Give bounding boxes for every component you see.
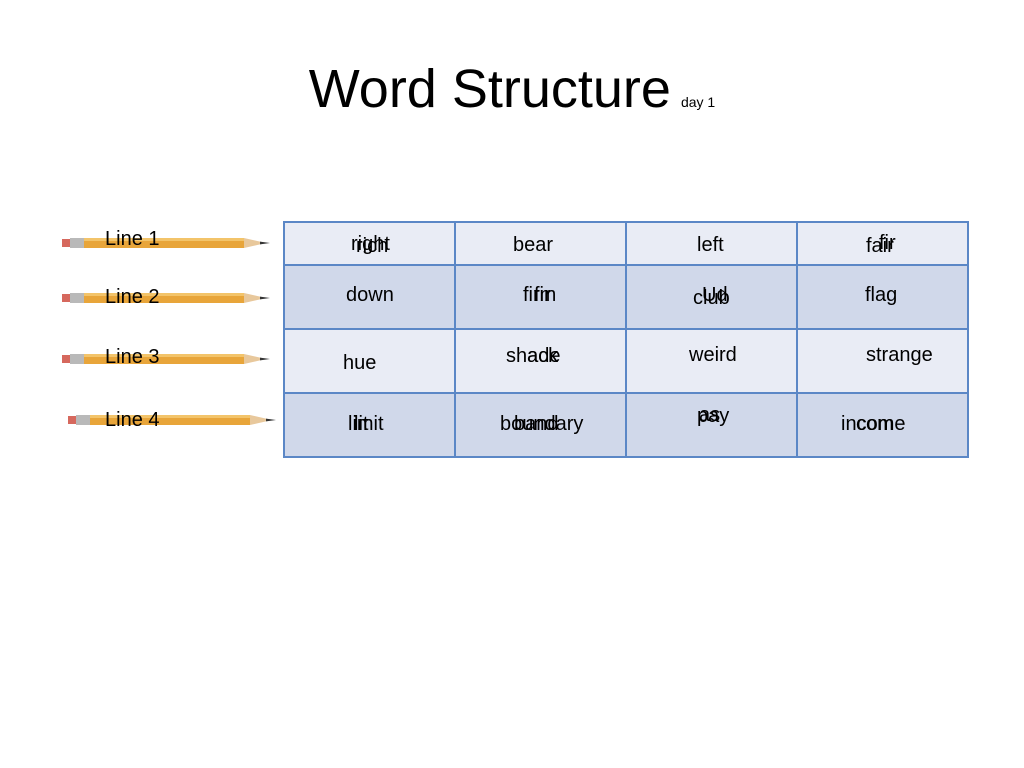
word: down bbox=[346, 284, 394, 306]
pencil-icon bbox=[68, 415, 276, 425]
table-row: limit lit boundary band pay as income co… bbox=[283, 392, 969, 458]
word: flag bbox=[865, 284, 898, 306]
word: strange bbox=[866, 344, 933, 366]
word: left bbox=[697, 234, 724, 256]
pencil-icon bbox=[62, 238, 270, 248]
word: shade bbox=[506, 345, 561, 367]
table-cell: hue club Ud bbox=[625, 264, 798, 330]
line-4-label: Line 4 bbox=[105, 409, 160, 431]
word: limit bbox=[348, 413, 384, 435]
table-cell: limit lit bbox=[283, 392, 456, 458]
word-overlay: lit bbox=[354, 413, 369, 435]
word-overlay: rich bbox=[356, 235, 389, 257]
table-cell: firm fir bbox=[454, 264, 627, 330]
word: income bbox=[841, 413, 906, 435]
line-1-label: Line 1 bbox=[105, 228, 160, 250]
table-cell: income com bbox=[796, 392, 969, 458]
word-overlay: ack bbox=[527, 345, 559, 367]
word: club bbox=[693, 287, 730, 309]
table-row: hue shade ack weird strange bbox=[283, 328, 969, 394]
line-3-label: Line 3 bbox=[105, 346, 160, 368]
word: pay bbox=[697, 405, 730, 427]
table-cell: shade ack bbox=[454, 328, 627, 394]
table-cell: right rich bbox=[283, 221, 456, 266]
table-cell: down bbox=[283, 264, 456, 330]
table-cell: flag bbox=[796, 264, 969, 330]
word: fair bbox=[866, 235, 894, 257]
word-overlay: band bbox=[514, 413, 559, 435]
table-cell: pay as bbox=[625, 392, 798, 458]
word: weird bbox=[689, 344, 737, 366]
slide-title: Word Structure day 1 bbox=[0, 58, 1024, 120]
table-cell: fair fir bbox=[796, 221, 969, 266]
table-cell: weird bbox=[625, 328, 798, 394]
word-table: right rich bear left fair fir down firm … bbox=[283, 221, 969, 458]
table-cell: left bbox=[625, 221, 798, 266]
word: right bbox=[351, 233, 390, 255]
word: boundary bbox=[500, 413, 584, 435]
pencil-icon bbox=[62, 354, 270, 364]
word-overlay: as bbox=[699, 404, 721, 426]
word-overlay: fir bbox=[879, 232, 896, 254]
title-sub: day 1 bbox=[680, 94, 716, 110]
word-overlay: fir bbox=[534, 284, 551, 306]
table-cell: strange bbox=[796, 328, 969, 394]
word-overlay: com bbox=[856, 413, 894, 435]
word: hue bbox=[343, 352, 377, 374]
word: bear bbox=[513, 234, 554, 256]
word: firm bbox=[523, 284, 557, 306]
line-2-label: Line 2 bbox=[105, 286, 160, 308]
table-cell: bear bbox=[454, 221, 627, 266]
table-cell: hue bbox=[283, 328, 456, 394]
pencil-icon bbox=[62, 293, 270, 303]
title-main: Word Structure bbox=[308, 59, 671, 119]
word-overlay: Ud bbox=[702, 284, 728, 306]
table-row: down firm fir hue club Ud flag bbox=[283, 264, 969, 330]
table-row: right rich bear left fair fir bbox=[283, 221, 969, 266]
table-cell: boundary band bbox=[454, 392, 627, 458]
